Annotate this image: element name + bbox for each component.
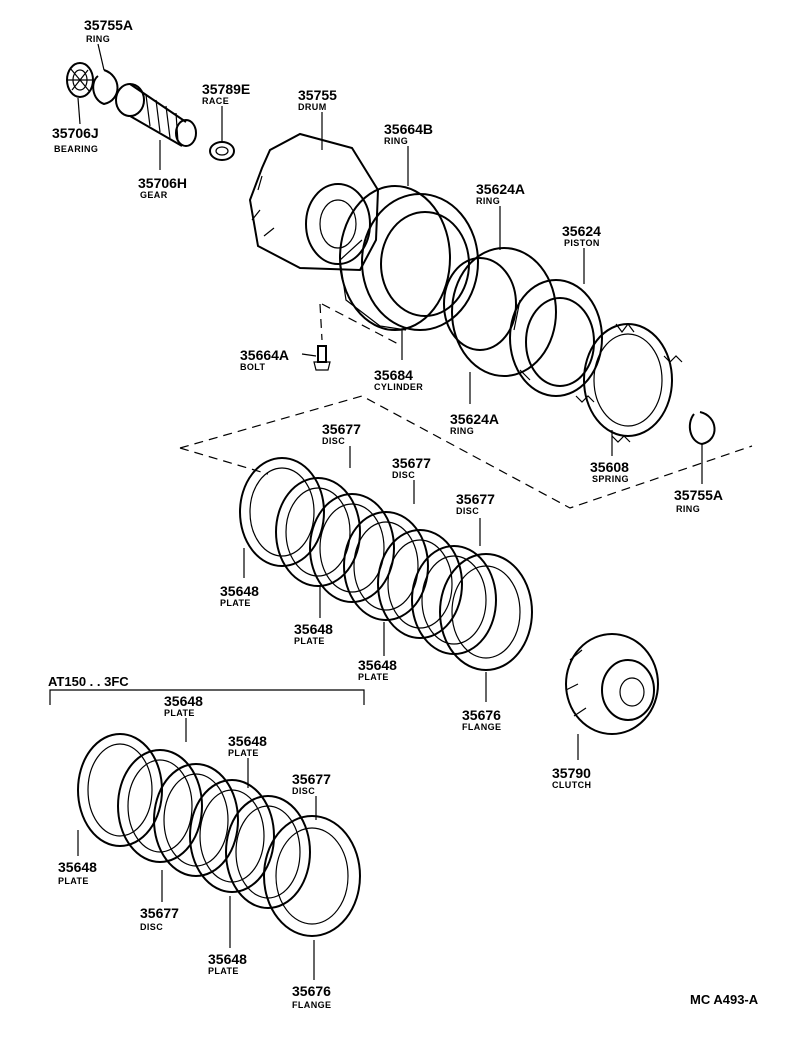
- part-name-label: RACE: [202, 96, 229, 106]
- part-number-label: 35677: [292, 771, 331, 787]
- piston-35624: [509, 279, 603, 397]
- part-number-label: 35624A: [450, 411, 499, 427]
- clutch-pack-bottom: [77, 733, 361, 937]
- part-number-label: 35677: [322, 421, 361, 437]
- part-name-label: GEAR: [140, 190, 168, 200]
- part-name-label: FLANGE: [292, 1000, 331, 1010]
- part-number-label: 35684: [374, 367, 413, 383]
- part-number-label: 35677: [392, 455, 431, 471]
- part-name-label: DRUM: [298, 102, 327, 112]
- part-number-label: 35648: [58, 859, 97, 875]
- part-name-label: PLATE: [294, 636, 325, 646]
- part-number-label: 35790: [552, 765, 591, 781]
- part-name-label: RING: [476, 196, 500, 206]
- part-name-label: BEARING: [54, 144, 98, 154]
- bolt-35664A: [313, 345, 331, 371]
- part-name-label: DISC: [292, 786, 315, 796]
- snap-ring-35755A-small: [92, 69, 119, 106]
- part-number-label: 35648: [164, 693, 203, 709]
- cylinder-35684: [339, 193, 479, 331]
- part-number-label: 35789E: [202, 81, 250, 97]
- part-name-label: CYLINDER: [374, 382, 423, 392]
- snap-ring-35755A-right: [688, 411, 716, 446]
- part-number-label: 35648: [228, 733, 267, 749]
- drum-35755: [248, 132, 380, 272]
- part-name-label: RING: [384, 136, 408, 146]
- variant-bracket: [49, 689, 365, 705]
- part-name-label: PLATE: [164, 708, 195, 718]
- part-number-label: 35648: [220, 583, 259, 599]
- rings-35624A: [443, 247, 557, 377]
- part-number-label: 35608: [590, 459, 629, 475]
- dashed-outline-clutch-pack: [179, 395, 753, 509]
- race-35789E: [209, 141, 235, 161]
- part-name-label: PLATE: [208, 966, 239, 976]
- part-number-label: 35676: [292, 983, 331, 999]
- part-name-label: PLATE: [58, 876, 89, 886]
- part-number-label: 35648: [358, 657, 397, 673]
- part-number-label: 35664B: [384, 121, 433, 137]
- part-name-label: RING: [676, 504, 700, 514]
- part-number-label: 35624A: [476, 181, 525, 197]
- part-name-label: FLANGE: [462, 722, 501, 732]
- part-name-label: DISC: [140, 922, 163, 932]
- part-number-label: 35648: [294, 621, 333, 637]
- ring-35664B: [339, 185, 451, 331]
- clutch-pack-middle: [239, 457, 533, 671]
- clutch-hub-35790: [565, 633, 659, 735]
- part-name-label: CLUTCH: [552, 780, 591, 790]
- part-number-label: 35624: [562, 223, 601, 239]
- part-number-label: 35706H: [138, 175, 187, 191]
- part-number-label: 35755: [298, 87, 337, 103]
- gear-35706H: [115, 83, 197, 147]
- part-number-label: 35755A: [84, 17, 133, 33]
- part-name-label: DISC: [322, 436, 345, 446]
- part-number-label: 35648: [208, 951, 247, 967]
- part-name-label: SPRING: [592, 474, 629, 484]
- variant-label: AT150 . . 3FC: [48, 674, 129, 689]
- spring-35608: [575, 323, 683, 443]
- part-number-label: 35677: [140, 905, 179, 921]
- part-name-label: DISC: [456, 506, 479, 516]
- diagram-code: MC A493-A: [690, 992, 759, 1007]
- bearing-35706J: [66, 62, 94, 98]
- part-name-label: RING: [450, 426, 474, 436]
- dashed-outline-clutch-pack-lower: [179, 447, 269, 475]
- part-name-label: RING: [86, 34, 110, 44]
- part-number-label: 35664A: [240, 347, 289, 363]
- dashed-outline-bolt: [319, 303, 403, 347]
- part-name-label: DISC: [392, 470, 415, 480]
- part-number-label: 35755A: [674, 487, 723, 503]
- part-name-label: PLATE: [228, 748, 259, 758]
- leader-lines: [77, 43, 703, 980]
- callout-labels: 35755ARING35706JBEARING35706HGEAR35789ER…: [52, 17, 723, 1010]
- part-number-label: 35676: [462, 707, 501, 723]
- part-number-label: 35677: [456, 491, 495, 507]
- part-name-label: PLATE: [358, 672, 389, 682]
- part-name-label: PLATE: [220, 598, 251, 608]
- part-number-label: 35706J: [52, 125, 99, 141]
- part-name-label: BOLT: [240, 362, 266, 372]
- part-name-label: PISTON: [564, 238, 600, 248]
